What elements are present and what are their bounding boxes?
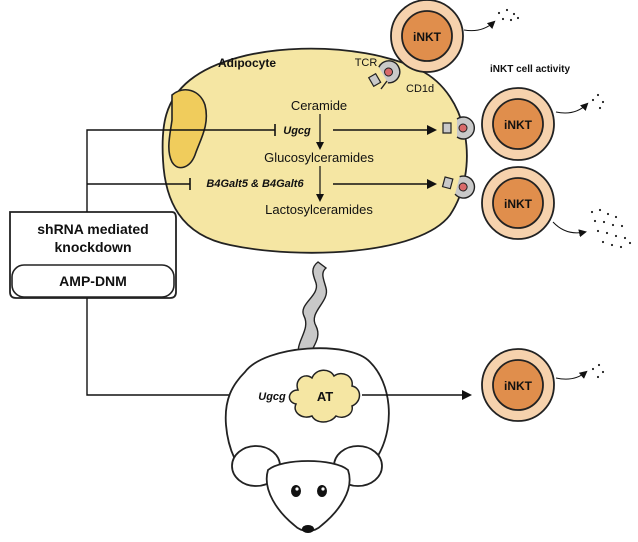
lipid-droplet-icon [168,89,208,169]
cytokine-dots-icon [590,208,632,249]
cytokine-arrow-3 [552,221,587,238]
ceramide-label: Ceramide [291,98,347,113]
amp-dnm-label: AMP-DNM [59,273,127,289]
shrna-label-line2: knockdown [54,239,131,255]
cytokine-arrow-1 [463,20,496,32]
ugcg-label: Ugcg [283,125,311,137]
tcr-cd1d-stalk [380,80,388,90]
cytokine-dots-icon [591,363,605,379]
cytokine-arrow-4 [555,370,588,380]
cd1d-label: CD1d [406,83,434,95]
mouse-ugcg-inhibition-line [86,298,247,396]
inkt-activity-label: iNKT cell activity [490,64,570,75]
cytokine-arrow-2 [555,102,589,114]
adipocyte-label: Adipocyte [218,56,276,70]
mouse-ugcg-label: Ugcg [258,391,286,403]
cytokine-dots-icon [497,8,520,22]
at-label: AT [317,389,333,404]
adipocyte-cell [161,47,468,254]
inkt-label-3: iNKT [504,197,533,211]
tcr-label: TCR [355,57,378,69]
lactosylceramides-label: Lactosylceramides [265,202,373,217]
glucosylceramides-label: Glucosylceramides [264,150,374,165]
shrna-label-line1: shRNA mediated [37,221,149,237]
inkt-label-4: iNKT [504,379,533,393]
cytokine-dots-icon [591,93,605,110]
adipose-tissue-icon [288,369,361,423]
b4galt-label: B4Galt5 & B4Galt6 [206,178,304,190]
amp-dnm-pill [11,264,175,298]
inkt-label-2: iNKT [504,118,533,132]
inkt-label-1: iNKT [413,30,442,44]
